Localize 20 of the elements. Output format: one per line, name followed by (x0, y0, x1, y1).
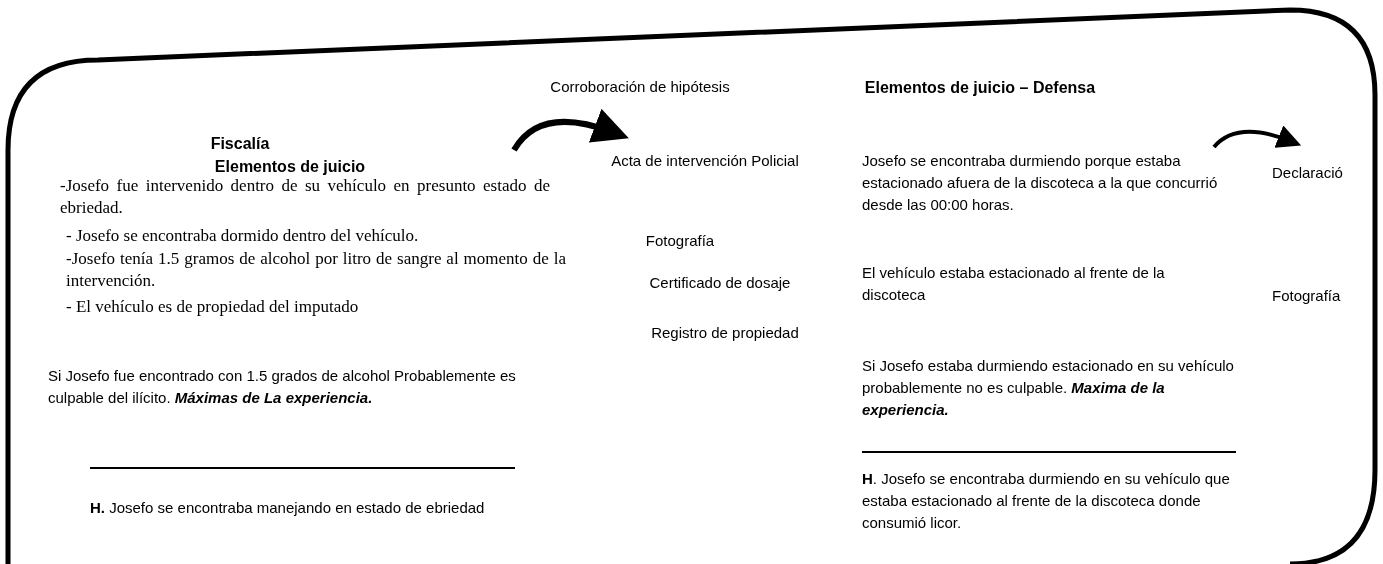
evidence-label: Registro de propiedad (650, 323, 800, 343)
hypothesis-text: H. Josefo se encontraba durmiendo en su vehículo que estaba estacionado al frente de la discoteca donde consumió licor. (862, 469, 1231, 533)
statement-text: Josefo se encontraba durmiendo porque estaba estacionado afuera de la discoteca a la que concurrió desde las 00:00 horas. (862, 151, 1219, 215)
statement-text: -Josefo tenía 1.5 gramos de alcohol por litro de sangre al momento de la intervención. (66, 248, 566, 293)
hypothesis-text: H. Josefo se encontraba manejando en estado de ebriedad (90, 498, 486, 518)
heading-text: Corroboración de hipótesis (549, 77, 731, 97)
statement-text: - El vehículo es de propiedad del imputado (66, 296, 360, 318)
column-heading: Elementos de juicio – Defensa (863, 78, 1097, 98)
evidence-label: Declaració (1272, 163, 1344, 183)
evidence-label: Fotografía (644, 231, 716, 251)
column-heading: Fiscalía (209, 134, 271, 154)
statement-text: El vehículo estaba estacionado al frente de la discoteca (862, 263, 1166, 305)
statement-text: - Josefo se encontraba dormido dentro del vehículo. (66, 225, 420, 247)
evidence-label: Certificado de dosaje (648, 273, 792, 293)
inference-text: Si Josefo fue encontrado con 1.5 grados de alcohol Probablemente es culpable del ilícito. Máximas de La experiencia. (48, 366, 517, 408)
statement-text: -Josefo fue intervenido dentro de su vehículo en presunto estado de ebriedad. (60, 175, 550, 220)
inference-text: Si Josefo estaba durmiendo estacionado en su vehículo probablemente no es culpable. Maxima de la experiencia. (862, 356, 1235, 420)
evidence-label: Acta de intervención Policial (610, 151, 800, 171)
column-heading: Elementos de juicio (213, 157, 367, 177)
evidence-label: Fotografía (1272, 286, 1342, 306)
